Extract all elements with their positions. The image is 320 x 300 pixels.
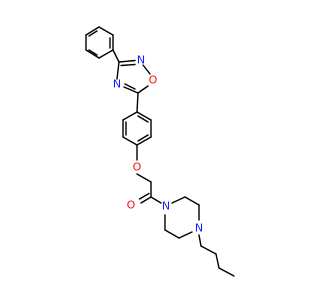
double-bond <box>88 30 98 37</box>
bond <box>123 86 139 94</box>
bond <box>136 92 139 113</box>
piperazine-ring <box>164 196 200 239</box>
bond <box>85 49 100 59</box>
bond <box>112 49 120 63</box>
ether-oxygen-label: O <box>133 161 142 174</box>
oxadiazole-o1-label: O <box>149 74 158 87</box>
bond <box>198 234 202 247</box>
piperazine-n4-label: N <box>195 222 203 235</box>
double-bond <box>120 63 136 67</box>
bond <box>142 64 151 75</box>
oxadiazole-ring <box>116 59 151 94</box>
atom-labels: N O N O O N N <box>113 54 203 235</box>
double-bond <box>137 115 149 123</box>
carbonyl-oxygen-label: O <box>127 199 136 212</box>
double-bond <box>137 134 149 142</box>
bond <box>136 173 152 183</box>
molecule-structure-diagram: N O N O O N N <box>85 26 235 277</box>
bond <box>118 59 136 63</box>
central-benzene-ring <box>122 111 152 146</box>
bond <box>164 229 180 239</box>
bond <box>184 196 200 206</box>
bond <box>137 85 149 94</box>
bond <box>122 111 138 121</box>
piperazine-n1-label: N <box>162 200 170 213</box>
bond <box>200 245 217 255</box>
bond <box>150 196 162 204</box>
bond <box>85 26 100 36</box>
double-bond <box>138 192 150 200</box>
bond <box>218 267 235 277</box>
bond <box>171 196 186 204</box>
oxadiazole-n2-label: N <box>137 54 145 67</box>
bond <box>122 136 138 146</box>
phenyl-ring <box>85 26 114 59</box>
bond <box>116 61 120 80</box>
bond <box>136 136 152 146</box>
double-bond <box>88 49 98 56</box>
bond <box>98 49 114 59</box>
oxadiazole-n4-label: N <box>113 78 121 91</box>
bond <box>178 231 193 239</box>
double-bond <box>140 196 152 204</box>
bond <box>136 111 152 121</box>
bond <box>215 253 220 269</box>
bond <box>98 26 114 36</box>
double-bond <box>124 83 136 90</box>
